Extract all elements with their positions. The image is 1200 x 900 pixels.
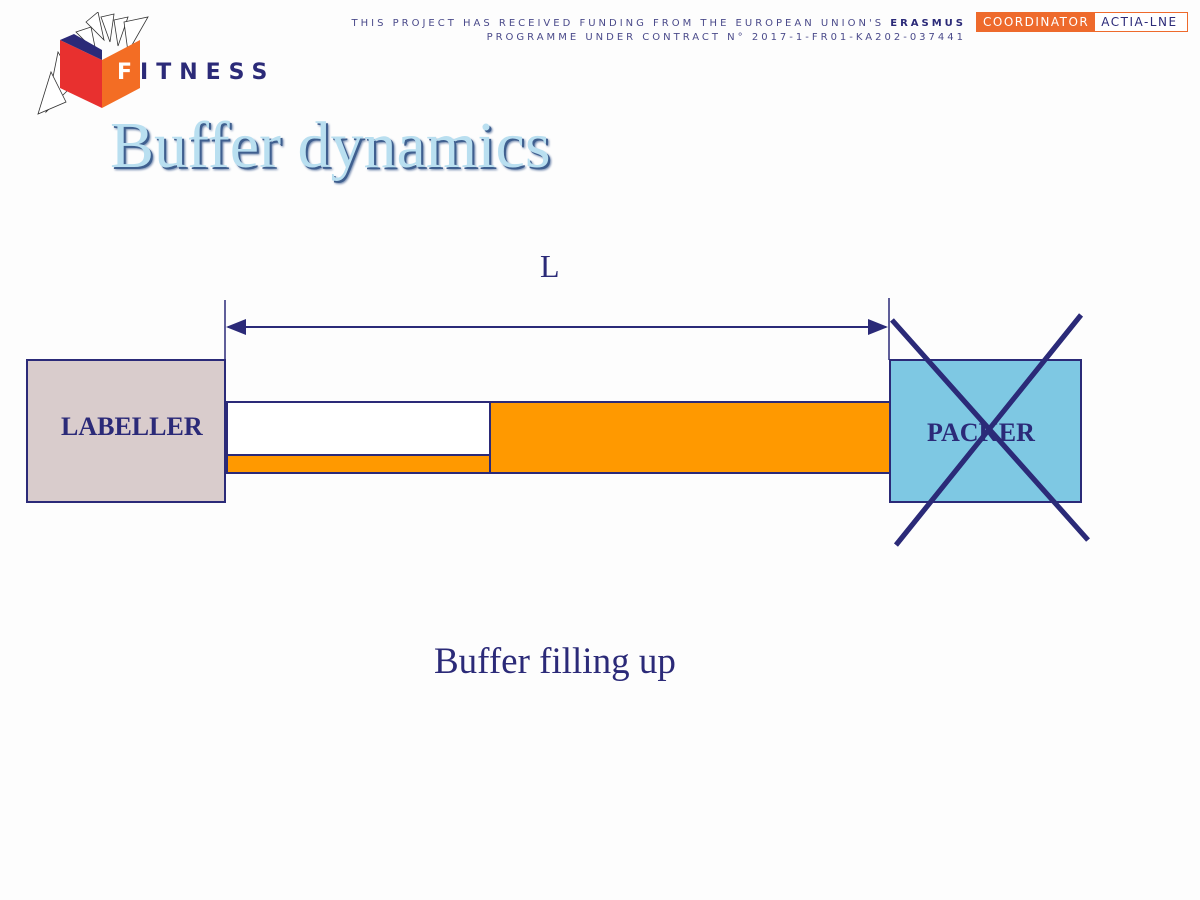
funding-line-2: PROGRAMME UNDER CONTRACT N° 2017-1-FR01-… — [486, 32, 966, 43]
coordinator-badge-value: ACTIA-LNE — [1095, 13, 1187, 31]
book-right-page — [102, 40, 140, 108]
diagram-caption: Buffer filling up — [434, 641, 676, 682]
coordinator-badge: COORDINATOR ACTIA-LNE — [976, 12, 1188, 32]
logo-wordmark: FITNESS — [117, 60, 275, 85]
book-left-page — [60, 40, 102, 108]
logo-rest: ITNESS — [140, 60, 276, 85]
buffer-fill-low — [226, 454, 491, 474]
buffer-fill-full — [489, 401, 891, 474]
labeller-label: LABELLER — [61, 412, 203, 441]
fitness-logo — [37, 12, 149, 115]
funding-line-1: THIS PROJECT HAS RECEIVED FUNDING FROM T… — [352, 17, 966, 31]
funding-line-1-text: THIS PROJECT HAS RECEIVED FUNDING FROM T… — [351, 18, 885, 29]
funding-line-1-bold: ERASMUS — [890, 18, 966, 29]
coordinator-badge-label: COORDINATOR — [977, 13, 1096, 31]
packer-label: PACKER — [927, 418, 1035, 447]
logo-first-letter: F — [117, 60, 141, 85]
labeller-box — [26, 359, 226, 503]
book-spine — [60, 34, 102, 60]
slide-title: Buffer dynamics — [110, 109, 551, 182]
length-label: L — [540, 248, 560, 284]
funding-notice: THIS PROJECT HAS RECEIVED FUNDING FROM T… — [352, 17, 966, 45]
